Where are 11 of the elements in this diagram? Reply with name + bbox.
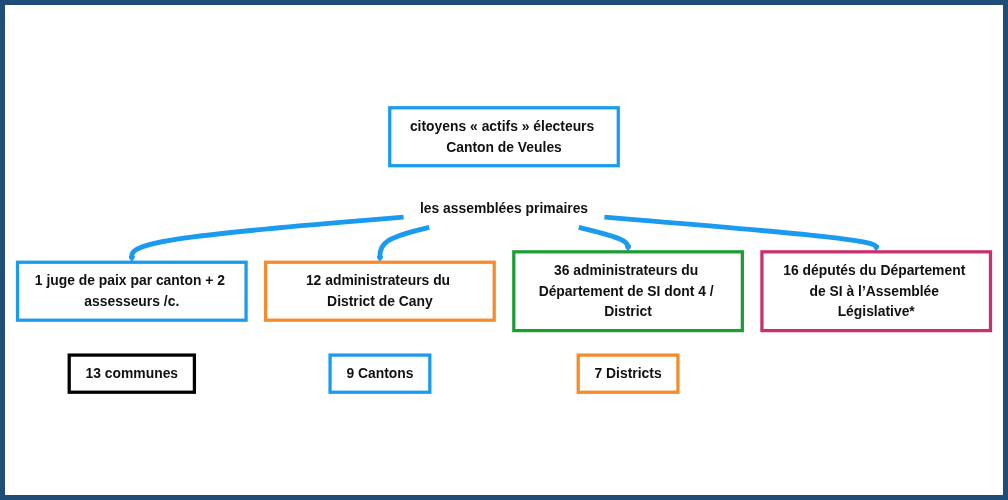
node-box bbox=[760, 250, 993, 333]
node-box bbox=[512, 250, 744, 333]
node-box bbox=[15, 260, 248, 322]
node-box bbox=[67, 353, 197, 394]
node-box bbox=[264, 260, 496, 322]
arrow bbox=[128, 214, 404, 263]
node-text: les assemblées primaires bbox=[419, 200, 589, 217]
node-box bbox=[576, 353, 680, 394]
arrow bbox=[376, 224, 430, 263]
node-box bbox=[388, 106, 620, 168]
node-box bbox=[328, 353, 432, 394]
